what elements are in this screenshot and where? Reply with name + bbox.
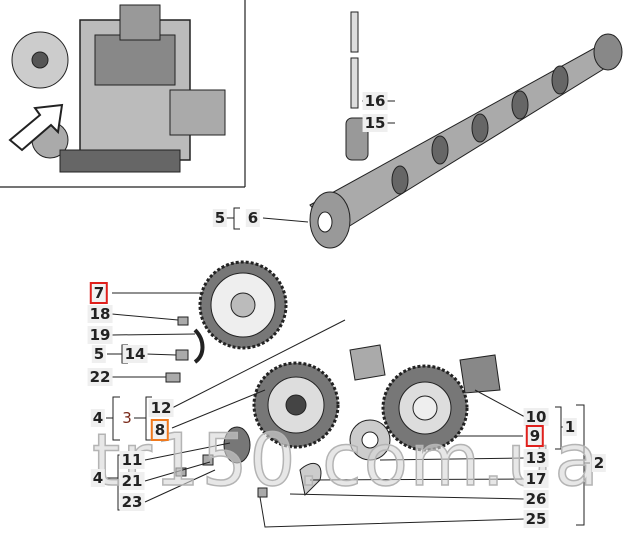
leader-lines [106,100,590,528]
callout-25: 25 [523,510,549,528]
engine-inset [0,0,246,188]
callout-17: 17 [523,470,549,488]
callout-8-highlighted: 8 [150,419,170,441]
callout-22: 22 [87,368,113,386]
callout-5-gear: 5 [91,345,107,363]
gears [198,260,501,497]
camshaft [309,33,623,249]
callout-1: 1 [562,418,578,436]
callout-14: 14 [122,345,148,363]
callout-4-lower: 4 [90,469,106,487]
callout-18: 18 [87,305,113,323]
callout-11: 11 [119,451,145,469]
callout-23: 23 [119,493,145,511]
callout-3: 3 [122,409,132,427]
callout-9-highlighted: 9 [525,425,545,447]
callout-13: 13 [523,449,549,467]
callout-4-upper: 4 [90,409,106,427]
callout-10: 10 [523,408,549,426]
callout-5-camshaft: 5 [212,209,228,227]
bolts [165,316,268,498]
callout-2: 2 [591,454,607,472]
callout-16: 16 [362,92,388,110]
watermark: tr150.com.ua [91,418,601,502]
callout-26: 26 [523,490,549,508]
callout-15: 15 [362,114,388,132]
pushrod-and-tappet [345,11,369,161]
callout-7-highlighted: 7 [89,282,109,304]
callout-21: 21 [119,472,145,490]
callout-19: 19 [87,326,113,344]
callout-6: 6 [245,209,261,227]
callout-12: 12 [148,399,174,417]
